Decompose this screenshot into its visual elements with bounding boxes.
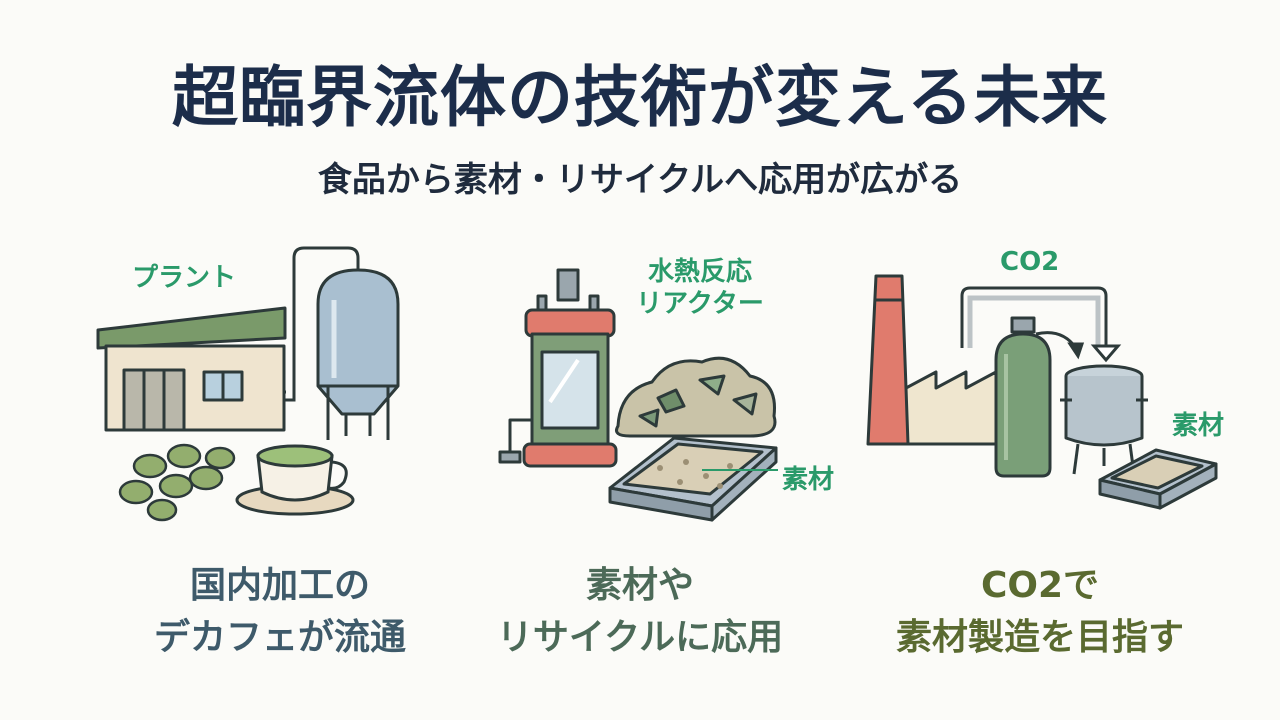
- waste-pile-icon: [615, 356, 777, 438]
- reactor-label-line1: 水熱反応: [648, 256, 752, 287]
- caption-line: 国内加工の: [189, 565, 370, 606]
- storage-tank-icon: [316, 268, 400, 440]
- caption-line: CO2で: [980, 565, 1100, 606]
- caption-materials-recycling: 素材や リサイクルに応用: [430, 560, 850, 664]
- caption-line: デカフェが流通: [153, 617, 406, 659]
- reactor-vessel-icon: [498, 268, 618, 468]
- teacup-icon: [235, 444, 355, 516]
- caption-domestic-decaf: 国内加工の デカフェが流通: [70, 560, 490, 664]
- caption-line: 素材や: [585, 565, 694, 606]
- caption-co2-materials: CO2で 素材製造を目指す: [830, 560, 1250, 664]
- caption-line: 素材製造を目指す: [895, 617, 1184, 659]
- page-title: 超臨界流体の技術が変える未来: [171, 59, 1109, 136]
- pressure-vessel-icon: [1060, 364, 1148, 475]
- chimney-factory-icon: [866, 274, 998, 446]
- pipe-icon: [285, 246, 360, 402]
- material-label: 素材: [782, 465, 834, 495]
- co2-illustration: CO2: [850, 230, 1250, 540]
- factory-building-icon: [96, 306, 287, 432]
- reactor-label-line2: リアクター: [636, 289, 764, 319]
- material-label: 素材: [1172, 411, 1224, 441]
- caption-line: リサイクルに応用: [496, 617, 784, 659]
- material-tray-icon: [608, 436, 778, 522]
- co2-label: CO2: [1000, 247, 1059, 277]
- reactor-illustration: 水熱反応 リアクター: [480, 230, 880, 540]
- material-tray-icon: [1098, 448, 1218, 510]
- gas-cylinder-icon: [994, 316, 1052, 478]
- page-subtitle: 食品から素材・リサイクルへ応用が広がる: [317, 160, 963, 200]
- plant-illustration: プラント: [80, 230, 480, 540]
- co2-flow-arrow-icon: [960, 286, 1122, 363]
- coffee-beans-icon: [118, 443, 236, 522]
- plant-label: プラント: [132, 263, 236, 293]
